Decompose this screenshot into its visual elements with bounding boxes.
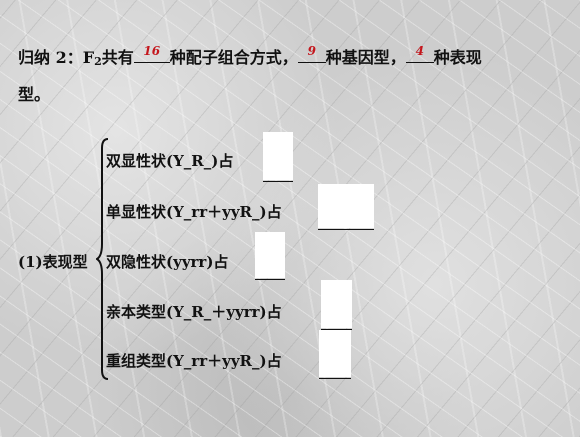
summary-part1: 共有 [101,48,134,67]
underline-1 [263,181,293,182]
summary-part2: 种配子组合方式， [169,48,298,67]
answer-box-1[interactable] [263,132,293,180]
subscript-2: 2 [94,55,102,68]
answer-box-5[interactable] [319,330,351,377]
answer-box-3[interactable] [255,232,285,278]
answer-3: 4 [415,44,424,58]
underline-5 [319,378,351,379]
summary-part4: 种表现 [433,48,482,67]
answer-box-2[interactable] [318,184,374,228]
underline-4 [321,329,352,330]
summary-prefix: 归纳 2：F [18,48,95,67]
brace-icon [96,138,109,380]
row-double-recessive: 双隐性状(yyrr)占 [106,253,229,271]
answer-box-4[interactable] [321,280,352,328]
row-single-dominant: 单显性状(Y_rr＋yyR_)占 [106,203,282,221]
underline-3 [255,279,285,280]
summary-line-2: 型。 [18,85,51,104]
row-double-dominant: 双显性状(Y_R_)占 [106,152,234,170]
answer-blank-1[interactable]: 16 [133,44,170,63]
answer-blank-2[interactable]: 9 [297,44,326,63]
answer-blank-3[interactable]: 4 [405,44,434,63]
phenotype-label: (1)表现型 [18,253,88,271]
row-recombinant-type: 重组类型(Y_rr＋yyR_)占 [106,352,282,370]
answer-2: 9 [307,44,316,58]
row-parental-type: 亲本类型(Y_R_＋yyrr)占 [106,303,282,321]
summary-line: 归纳 2：F2共有 16 种配子组合方式， 9 种基因型， 4 种表现 [18,44,570,73]
answer-1: 16 [143,44,161,58]
summary-part3: 种基因型， [325,48,406,67]
underline-2 [318,229,374,230]
